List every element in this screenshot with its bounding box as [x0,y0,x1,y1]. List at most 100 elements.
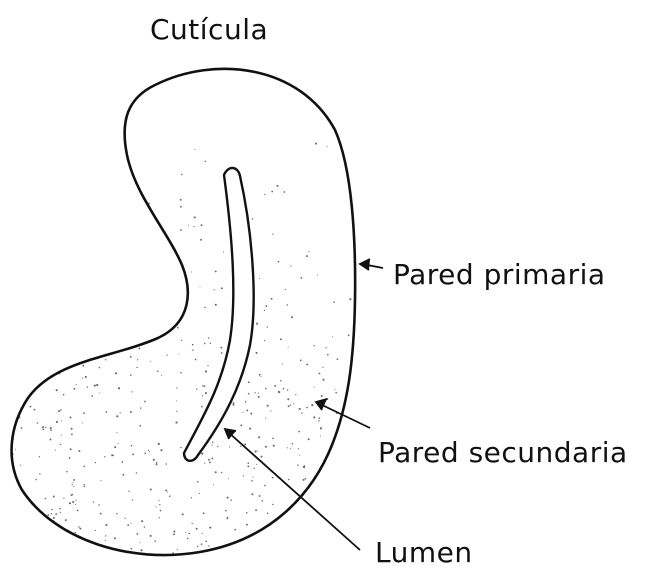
stipple-dot [285,289,286,290]
stipple-dot [132,320,133,321]
stipple-dot [188,533,190,535]
stipple-dot [166,463,168,465]
stipple-dot [210,343,211,344]
stipple-dot [359,479,361,481]
stipple-dot [173,530,175,532]
stipple-dot [259,278,260,279]
stipple-dot [274,385,276,387]
stipple-dot [164,248,165,249]
stipple-dot [78,526,79,527]
stipple-dot [37,422,39,424]
stipple-dot [22,554,24,556]
stipple-dot [282,363,283,364]
stipple-dot [223,252,224,253]
stipple-dot [250,413,252,415]
stipple-dot [98,504,100,506]
stipple-dot [148,450,149,451]
stipple-dot [163,273,165,275]
stipple-dot [144,452,146,454]
stipple-dot [131,548,133,550]
stipple-dot [264,340,265,341]
stipple-dot [158,500,159,501]
stipple-dot [169,312,171,314]
stipple-dot [132,391,133,392]
stipple-dot [95,530,96,531]
stipple-dot [140,549,142,551]
stipple-dot [192,344,194,346]
stipple-dot [208,337,209,338]
stipple-dot [55,513,57,515]
stipple-dot [227,517,229,519]
stipple-dot [287,398,289,400]
stipple-dot [91,395,93,397]
stipple-dot [204,307,206,309]
stipple-dot [124,518,125,519]
stipple-dot [137,239,139,241]
stipple-dot [124,204,125,205]
stipple-dot [251,480,253,482]
stipple-dot [215,270,217,272]
stipple-dot [99,392,100,393]
stipple-dot [252,218,253,219]
stipple-dot [18,294,20,296]
stipple-dot [356,474,358,476]
stipple-dot [188,225,189,226]
stipple-dot [262,500,264,502]
stipple-dot [298,448,299,449]
stipple-dot [244,443,246,445]
stipple-dot [258,393,259,394]
stipple-dot [11,537,12,538]
stipple-dot [156,464,158,466]
stipple-dot [298,431,300,433]
stipple-dot [229,446,230,447]
stipple-dot [356,497,358,499]
stipple-dot [221,287,223,289]
stipple-dot [140,407,141,408]
stipple-dot [115,372,117,374]
stipple-dot [73,295,75,297]
stipple-dot [276,185,278,187]
stipple-dot [304,467,306,469]
stipple-dot [255,352,257,354]
stipple-dot [248,462,250,464]
stipple-dot [234,529,236,531]
stipple-dot [202,533,203,534]
stipple-dot [60,444,61,445]
stipple-dot [191,271,192,272]
stipple-dot [132,499,133,500]
stipple-dot [15,261,17,263]
stipple-dot [48,542,50,544]
stipple-dot [325,347,326,348]
stipple-dot [299,455,300,456]
stipple-dot [180,288,182,290]
stipple-dot [173,533,175,535]
stipple-dot [201,453,203,455]
stipple-dot [264,310,265,311]
stipple-dot [235,559,237,561]
stipple-dot [9,522,11,524]
stipple-dot [305,543,307,545]
stipple-dot [10,499,12,501]
stipple-dot [29,504,30,505]
stipple-dot [177,549,178,550]
stipple-dot [311,404,313,406]
stipple-dot [338,544,340,546]
stipple-dot [301,412,302,413]
stipple-dot [272,233,273,234]
stipple-dot [351,491,353,493]
stipple-dot [265,446,267,448]
stipple-dot [19,553,21,555]
stipple-dot [69,502,71,504]
stipple-dot [161,375,162,376]
primary-wall-arrow [360,259,383,270]
stipple-dot [290,448,291,449]
stipple-dot [342,458,344,460]
stipple-dot [105,411,107,413]
stipple-dot [150,535,152,537]
stipple-dot [105,359,106,360]
stipple-dot [114,537,116,539]
stipple-dot [312,535,314,537]
stipple-dot [240,446,241,447]
stipple-dot [272,477,274,479]
stipple-dot [296,553,297,554]
